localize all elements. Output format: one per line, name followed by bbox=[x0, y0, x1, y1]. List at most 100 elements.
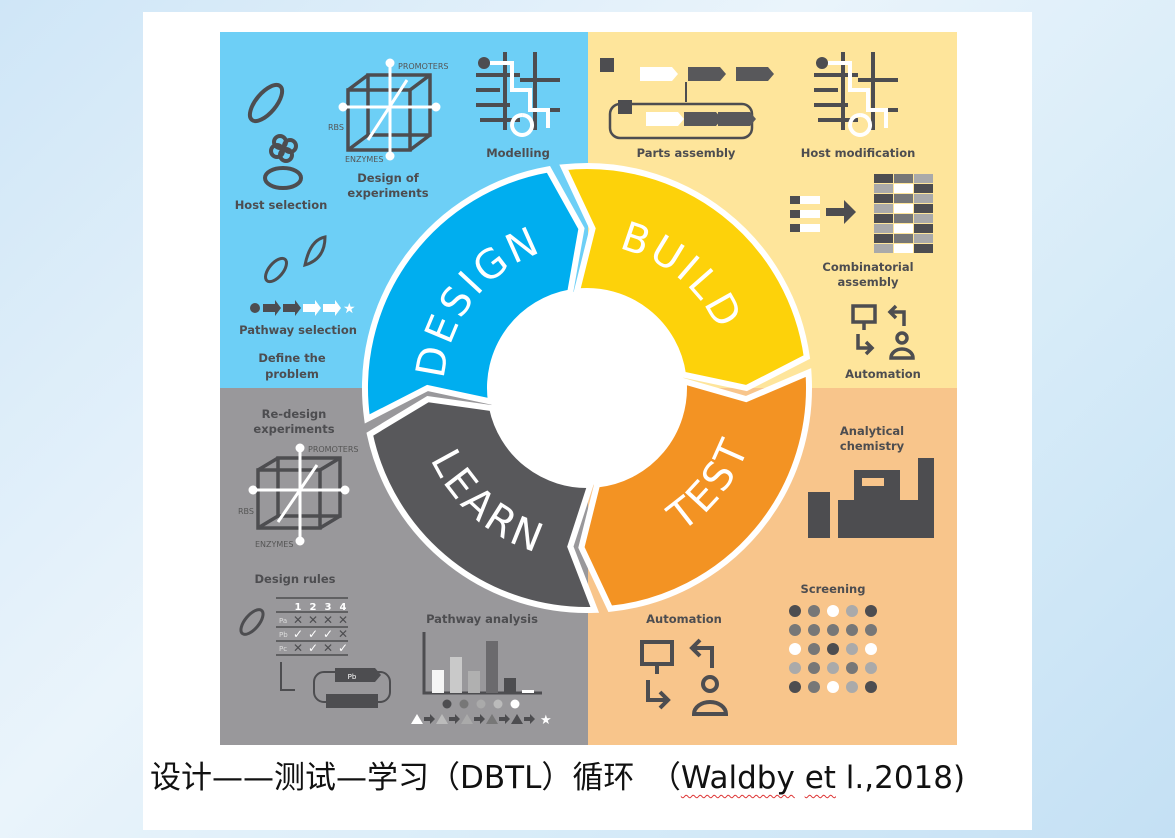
combinatorial-cell bbox=[874, 224, 893, 233]
row-header: Pc bbox=[279, 645, 287, 653]
column-header: 4 bbox=[340, 602, 347, 613]
screening-well bbox=[827, 605, 839, 617]
screening-well bbox=[808, 643, 820, 655]
screening-well bbox=[789, 643, 801, 655]
screening-well bbox=[865, 662, 877, 674]
pathway-analysis-chart-icon: ★ bbox=[411, 632, 552, 728]
part bbox=[800, 210, 820, 218]
screening-well bbox=[827, 662, 839, 674]
column-header: 1 bbox=[295, 602, 302, 613]
automation-icon bbox=[640, 638, 729, 716]
combinatorial-cell bbox=[874, 244, 893, 253]
combinatorial-cell bbox=[914, 234, 933, 243]
bacteria-icon bbox=[239, 608, 265, 636]
define-problem-label-2: problem bbox=[265, 367, 319, 381]
parts-assembly-icon bbox=[600, 58, 774, 140]
screening-well bbox=[865, 681, 877, 693]
build-automation-label: Automation bbox=[845, 367, 921, 381]
automation-icon bbox=[851, 304, 915, 360]
arrow bbox=[826, 200, 856, 224]
plasmid-part-label: Pb bbox=[348, 673, 357, 681]
pathway-analysis-label: Pathway analysis bbox=[426, 612, 538, 626]
part bbox=[790, 210, 800, 218]
cross-icon: ✕ bbox=[338, 627, 348, 641]
combinatorial-cell bbox=[914, 244, 933, 253]
caption-year: l.,2018) bbox=[835, 760, 966, 796]
enzymes-label: ENZYMES bbox=[345, 155, 383, 164]
triangle-icon bbox=[436, 714, 448, 724]
combinatorial-cell bbox=[894, 244, 913, 253]
host-modification-icon bbox=[814, 52, 898, 137]
arrow-icon bbox=[524, 714, 535, 724]
pathway-selection-label: Pathway selection bbox=[239, 323, 357, 337]
redesign-experiments-label-2: experiments bbox=[253, 422, 334, 436]
bacteria-icon bbox=[247, 82, 303, 190]
combinatorial-cell bbox=[914, 184, 933, 193]
analytical-chemistry-label-2: chemistry bbox=[840, 439, 905, 453]
check-icon: ✓ bbox=[323, 627, 333, 641]
combinatorial-cell bbox=[914, 204, 933, 213]
design-of-experiments-label: Design of bbox=[357, 171, 419, 185]
screening-well bbox=[808, 624, 820, 636]
rbs-label: RBS bbox=[238, 507, 254, 516]
caption-author: Waldby bbox=[680, 760, 795, 796]
cross-icon: ✕ bbox=[293, 613, 303, 627]
combinatorial-cell bbox=[874, 214, 893, 223]
legend-dot bbox=[493, 699, 503, 709]
combinatorial-cell bbox=[894, 234, 913, 243]
arrow-icon bbox=[424, 714, 435, 724]
combinatorial-cell bbox=[894, 214, 913, 223]
check-icon: ✓ bbox=[293, 627, 303, 641]
screening-well bbox=[789, 605, 801, 617]
analytical-chemistry-label: Analytical bbox=[840, 424, 904, 438]
chart-bar bbox=[504, 678, 516, 693]
combinatorial-cell bbox=[874, 174, 893, 183]
axes-icon bbox=[338, 58, 441, 161]
rbs-label: RBS bbox=[328, 123, 344, 132]
part bbox=[790, 196, 800, 204]
triangle-icon bbox=[486, 714, 498, 724]
screening-well bbox=[827, 643, 839, 655]
combinatorial-cell bbox=[914, 174, 933, 183]
caption-text: 设计——测试—学习（DBTL）循环 （ bbox=[150, 760, 681, 796]
screening-well bbox=[846, 662, 858, 674]
check-icon: ✓ bbox=[338, 641, 348, 655]
combinatorial-cell bbox=[914, 224, 933, 233]
part bbox=[800, 196, 820, 204]
row-header: Pa bbox=[279, 617, 287, 625]
cross-icon: ✕ bbox=[323, 641, 333, 655]
figure-caption: 设计——测试—学习（DBTL）循环 （Waldby et l.,2018) bbox=[150, 752, 965, 797]
triangle-icon bbox=[461, 714, 473, 724]
chart-bar bbox=[450, 657, 462, 693]
cross-icon: ✕ bbox=[338, 613, 348, 627]
enzymes-label: ENZYMES bbox=[255, 540, 293, 549]
caption-etal: et bbox=[804, 760, 836, 796]
combinatorial-cell bbox=[874, 204, 893, 213]
combinatorial-icon bbox=[790, 174, 933, 253]
cube-icon bbox=[346, 73, 432, 152]
cross-icon: ✕ bbox=[323, 613, 333, 627]
instrument-icon bbox=[808, 458, 934, 538]
screening-well bbox=[827, 624, 839, 636]
screening-well bbox=[846, 643, 858, 655]
pathway-icon: ★ bbox=[250, 235, 356, 317]
column-header: 2 bbox=[310, 602, 317, 613]
star-icon: ★ bbox=[540, 713, 552, 728]
arrow-icon bbox=[499, 714, 510, 724]
modelling-label: Modelling bbox=[486, 146, 550, 160]
arrow-icon bbox=[474, 714, 485, 724]
promoters-label: PROMOTERS bbox=[308, 445, 358, 454]
combinatorial-cell bbox=[914, 194, 933, 203]
define-problem-label: Define the bbox=[258, 351, 326, 365]
test-automation-label: Automation bbox=[646, 612, 722, 626]
screening-well bbox=[846, 624, 858, 636]
screening-well bbox=[789, 681, 801, 693]
screening-well bbox=[789, 662, 801, 674]
ring-center bbox=[490, 291, 684, 485]
arrow-icon bbox=[449, 714, 460, 724]
host-modification-label: Host modification bbox=[801, 146, 916, 160]
screening-well bbox=[808, 662, 820, 674]
redesign-experiments-label: Re-design bbox=[262, 407, 327, 421]
